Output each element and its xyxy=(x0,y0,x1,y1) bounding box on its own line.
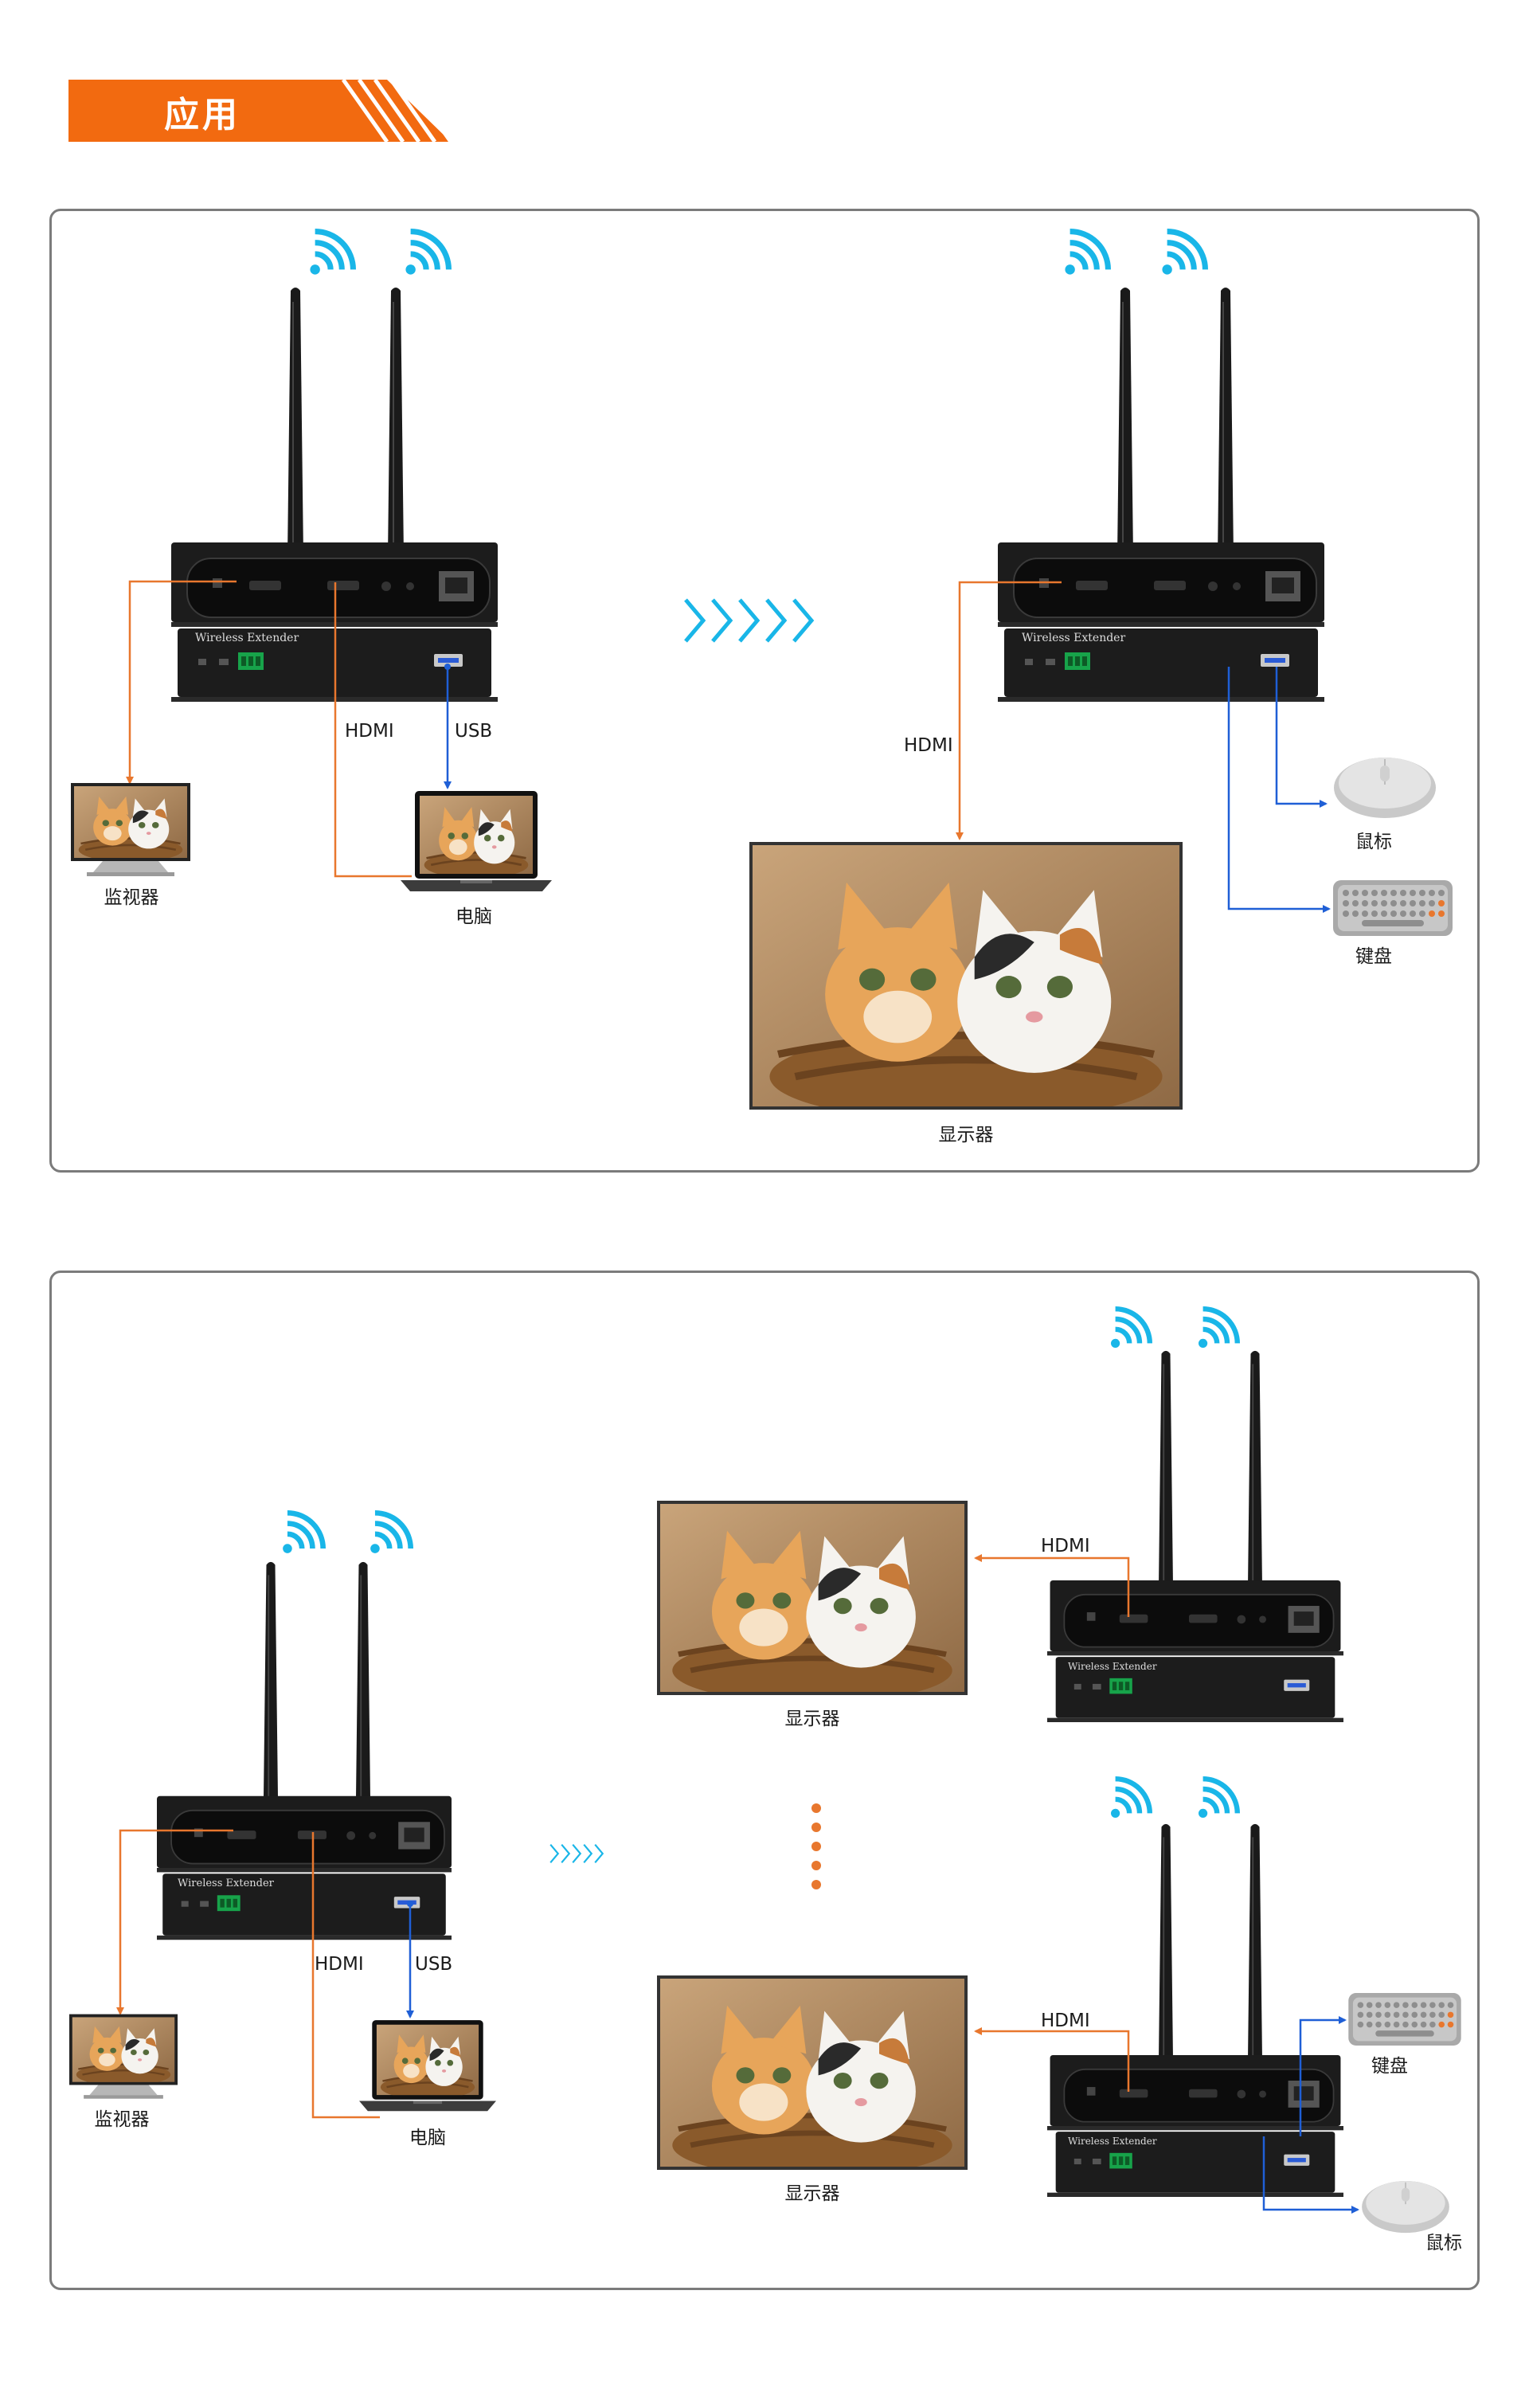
antenna-icon xyxy=(286,286,305,574)
extender-body xyxy=(998,542,1324,702)
device-brand: Wireless Extender xyxy=(195,632,299,644)
usb-cable-keyboard xyxy=(1299,2016,1347,2136)
monitor-icon xyxy=(69,2014,178,2099)
wifi-icon xyxy=(1065,232,1108,275)
antenna-icon xyxy=(354,1560,372,1824)
transmission-arrows-icon xyxy=(549,1843,604,1864)
antenna-icon xyxy=(1157,1823,1175,2086)
device-brand: Wireless Extender xyxy=(1068,1661,1157,1672)
antenna-icon xyxy=(1216,286,1235,574)
monitor-label: 监视器 xyxy=(104,887,159,908)
antenna-icon xyxy=(386,286,405,574)
hdmi-cable-monitor xyxy=(116,1829,233,2015)
usb-port-dot xyxy=(444,664,451,670)
pc-label: 电脑 xyxy=(409,2128,446,2148)
wifi-icon xyxy=(1111,1309,1150,1348)
hdmi-label: HDMI xyxy=(904,735,953,756)
wifi-icon xyxy=(283,1513,323,1553)
monitor-label: 监视器 xyxy=(94,2109,150,2130)
display-label-top: 显示器 xyxy=(784,1709,840,1729)
usb-label: USB xyxy=(415,1954,453,1975)
panel1-diagram: Wireless Extender Wireless Extender xyxy=(52,211,1453,1122)
antenna-icon xyxy=(1116,286,1135,574)
mouse-icon xyxy=(1361,2180,1450,2234)
laptop-icon xyxy=(401,791,552,891)
wifi-icon xyxy=(1111,1779,1150,1818)
device-brand: Wireless Extender xyxy=(1068,2136,1157,2147)
wifi-icon xyxy=(1162,232,1205,275)
hdmi-cable-display-bottom xyxy=(974,2027,1130,2092)
wifi-icon xyxy=(1199,1309,1238,1348)
receiver-device-top: Wireless Extender xyxy=(1047,1309,1343,1722)
header-banner-shape xyxy=(68,80,451,142)
hdmi-label: HDMI xyxy=(315,1954,364,1975)
display-label: 显示器 xyxy=(938,1125,994,1145)
usb-cable-mouse xyxy=(1262,2136,1359,2214)
extender-body xyxy=(1047,1580,1343,1722)
keyboard-icon xyxy=(1348,1993,1461,2046)
hdmi-cable-pc xyxy=(311,1832,380,2119)
section-header: 应用 xyxy=(68,80,451,142)
transmitter-device: Wireless Extender xyxy=(157,1513,452,1941)
mouse-icon xyxy=(1333,757,1437,819)
panel2-diagram: Wireless Extender xyxy=(52,1273,1461,2234)
transmitter-device: Wireless Extender xyxy=(171,232,498,702)
device-brand: Wireless Extender xyxy=(178,1877,275,1889)
display-screen xyxy=(753,845,1179,1122)
section-title: 应用 xyxy=(164,95,240,135)
keyboard-icon xyxy=(1333,880,1453,936)
pc-label: 电脑 xyxy=(456,906,492,927)
monitor-icon xyxy=(71,783,190,876)
receiver-device-bottom: Wireless Extender xyxy=(1047,1779,1343,2197)
more-receivers-dots xyxy=(811,1803,821,1889)
antenna-icon xyxy=(262,1560,280,1824)
wifi-icon xyxy=(370,1513,411,1553)
hdmi-cable-monitor xyxy=(126,580,237,785)
keyboard-label: 键盘 xyxy=(1371,2056,1408,2077)
wifi-icon xyxy=(1199,1779,1238,1818)
wifi-icon xyxy=(310,232,353,275)
hdmi-cable-display-top xyxy=(974,1554,1130,1617)
usb-label: USB xyxy=(455,721,493,742)
hdmi-label: HDMI xyxy=(345,721,394,742)
display-screen-bottom xyxy=(660,1979,964,2177)
antenna-icon xyxy=(1246,1823,1264,2086)
hdmi-cable-pc xyxy=(334,582,412,878)
extender-body xyxy=(157,1795,452,1941)
usb-port-dot xyxy=(407,1901,413,1907)
mouse-label: 鼠标 xyxy=(1355,832,1392,852)
antenna-icon xyxy=(1157,1349,1175,1612)
antenna-icon xyxy=(1246,1349,1264,1612)
hdmi-label: HDMI xyxy=(1041,1536,1090,1556)
hdmi-label: HDMI xyxy=(1041,2011,1090,2031)
display-label-bottom: 显示器 xyxy=(784,2183,840,2204)
receiver-device: Wireless Extender xyxy=(998,232,1324,702)
panel-point-to-point: Wireless Extender Wireless Extender xyxy=(49,209,1480,1173)
laptop-icon xyxy=(359,2020,496,2111)
usb-cable-mouse xyxy=(1275,667,1328,808)
mouse-label: 鼠标 xyxy=(1425,2233,1462,2253)
keyboard-label: 键盘 xyxy=(1355,946,1392,967)
hdmi-cable-display xyxy=(956,581,1062,840)
panel-point-to-multipoint: Wireless Extender xyxy=(49,1271,1480,2290)
wifi-icon xyxy=(405,232,448,275)
usb-cable-keyboard xyxy=(1227,667,1331,913)
device-brand: Wireless Extender xyxy=(1022,632,1125,644)
display-screen-top xyxy=(660,1504,964,1702)
transmission-arrows-icon xyxy=(686,600,811,641)
